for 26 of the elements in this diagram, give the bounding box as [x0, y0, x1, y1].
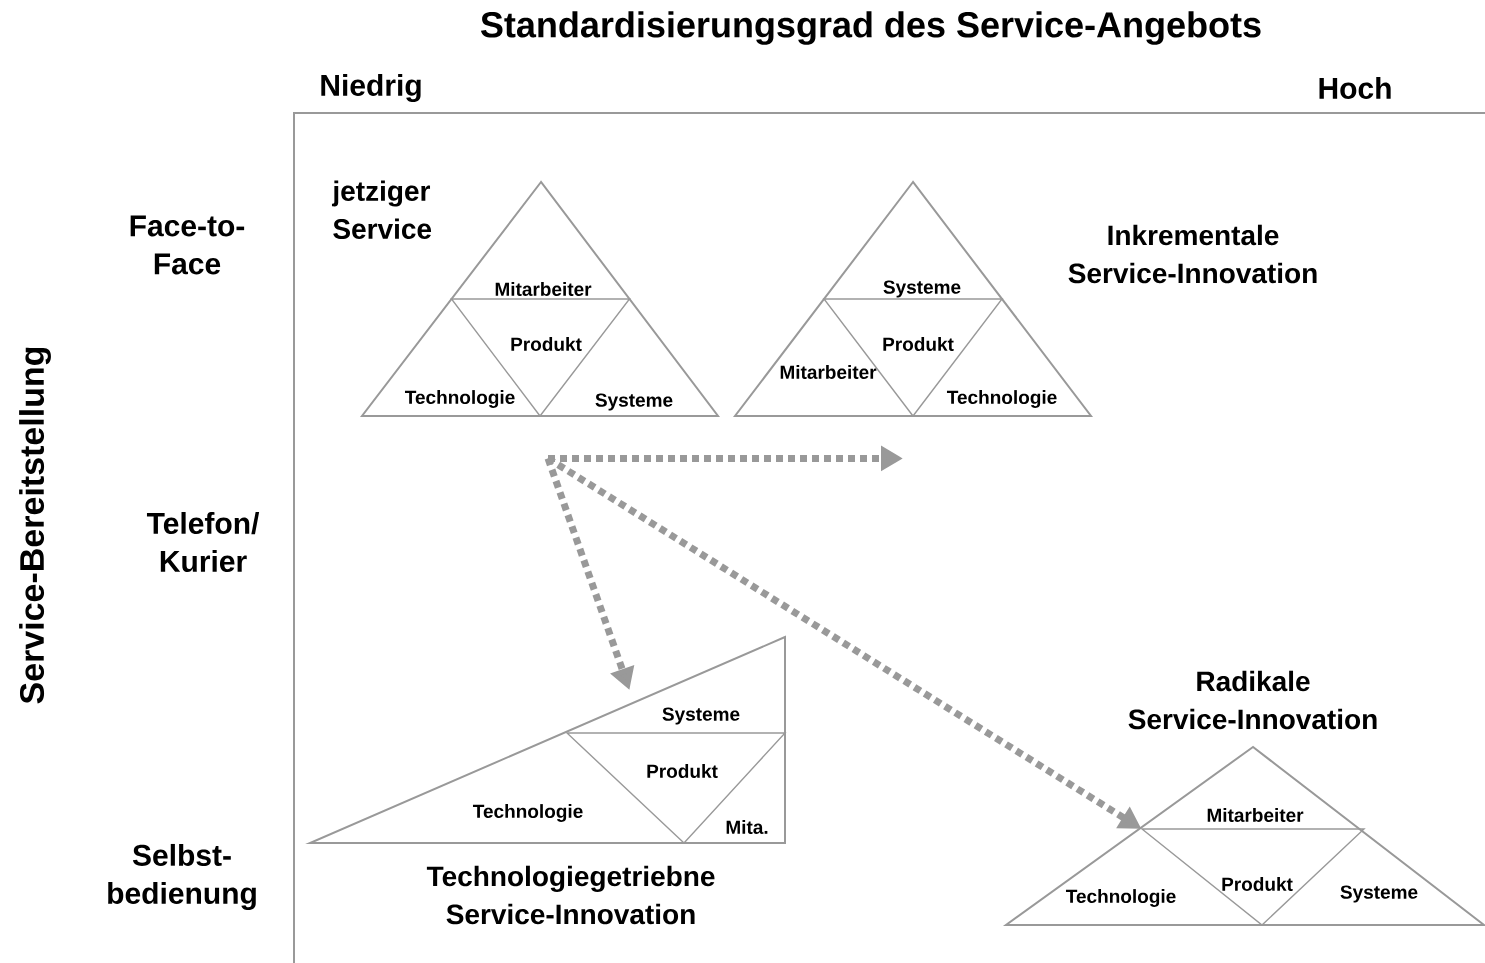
row-label: Telefon/ Kurier	[146, 512, 260, 572]
node-label: Technologiegetriebne Service-Innovation	[426, 865, 715, 925]
node-label: Inkrementale Service-Innovation	[1068, 224, 1317, 284]
segment-label: Technologie	[405, 390, 515, 408]
segment-label: Produkt	[1222, 877, 1293, 891]
node-label: Radikale Service-Innovation	[1128, 670, 1377, 730]
row-label: Selbst- bedienung	[108, 843, 256, 911]
segment-label: Mita.	[726, 820, 768, 834]
segment-label: Mitarbeiter	[495, 282, 592, 296]
chart-title: Standardisierungsgrad des Service-Angebots	[480, 11, 1261, 45]
axis-label: Niedrig	[321, 73, 421, 103]
segment-label: Technologie	[1066, 889, 1176, 907]
segment-label: Mitarbeiter	[1207, 808, 1304, 822]
axis-label: Hoch	[1319, 77, 1391, 99]
segment-label: Produkt	[511, 337, 582, 351]
axis-title: Service-Bereitstellung	[19, 347, 51, 704]
segment-label: Systeme	[1340, 885, 1418, 903]
segment-label: Systeme	[595, 393, 673, 411]
segment-label: Produkt	[883, 337, 954, 351]
segment-label: Systeme	[662, 707, 740, 725]
segment-label: Technologie	[947, 390, 1057, 408]
segment-label: Mitarbeiter	[780, 365, 877, 379]
segment-label: Technologie	[473, 804, 583, 822]
segment-label: Produkt	[647, 764, 718, 778]
segment-label: Systeme	[883, 280, 961, 298]
row-label: Face-to- Face	[130, 215, 245, 275]
